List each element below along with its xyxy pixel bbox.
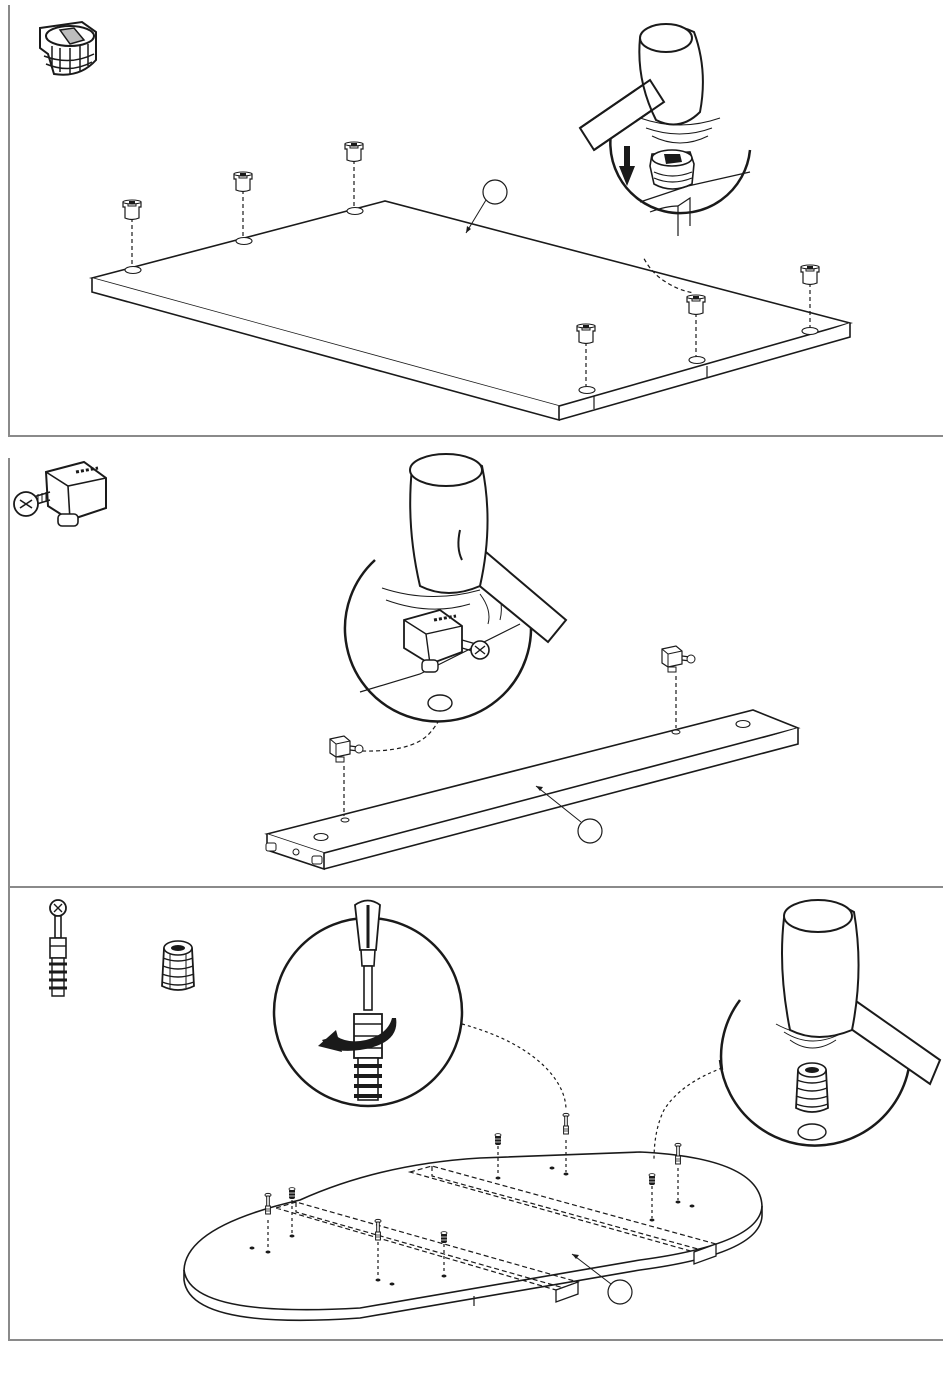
cam-bolt-icon [354, 1014, 382, 1100]
cam-lock-housing-icon [40, 22, 96, 75]
step-3 [49, 900, 940, 1320]
rectangular-board [92, 201, 850, 420]
dowel-insert-icon [796, 1063, 828, 1112]
step-1 [40, 22, 850, 420]
step-2 [14, 454, 798, 869]
dowel-insert-icon [162, 941, 194, 990]
cam-bolt-icon [49, 900, 67, 996]
rail [266, 710, 798, 869]
connector-block-icon [14, 462, 106, 526]
detail-inset-3a [274, 901, 462, 1107]
cam-lock-housing-icon [650, 150, 694, 189]
